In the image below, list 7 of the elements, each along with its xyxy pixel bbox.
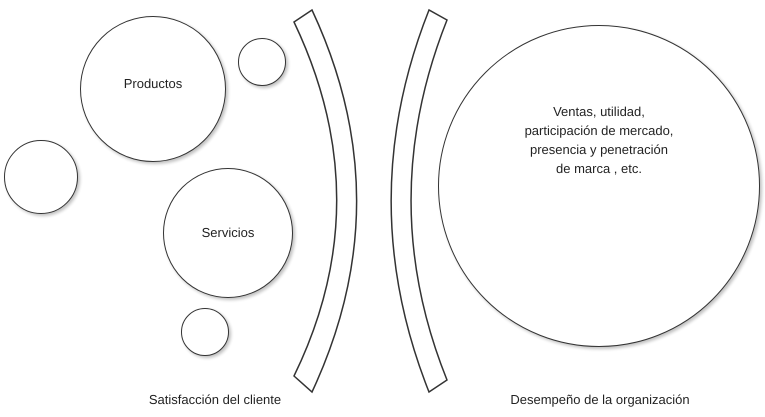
circle-label: Productos bbox=[124, 74, 182, 93]
circle-label: Servicios bbox=[202, 224, 254, 242]
circle bbox=[238, 38, 286, 86]
caption-label: Desempeño de la organización bbox=[510, 392, 690, 407]
circle bbox=[181, 308, 229, 356]
caption-label: Satisfacción del cliente bbox=[148, 392, 282, 407]
circle-label: Ventas, utilidad, participación de mercado, presencia y penetración de marca , etc. bbox=[524, 103, 674, 178]
